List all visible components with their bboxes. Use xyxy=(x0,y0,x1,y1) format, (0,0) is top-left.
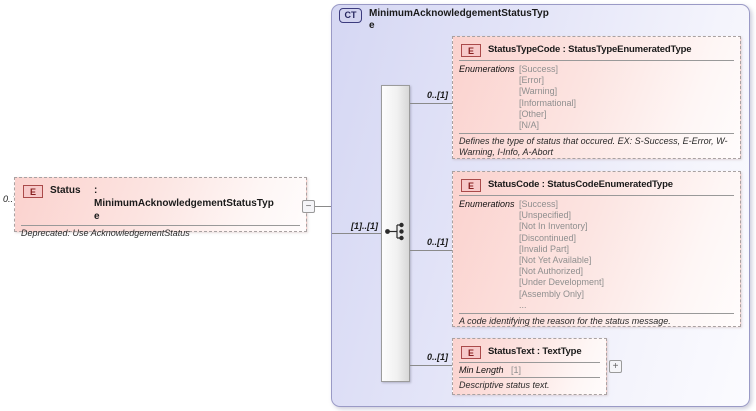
enumeration-values: [Success][Error][Warning][Informational]… xyxy=(519,64,576,131)
element-icon: E xyxy=(461,44,481,57)
enum-value: [Informational] xyxy=(519,97,577,108)
sequence-icon xyxy=(385,222,404,241)
divider xyxy=(459,362,600,363)
element-type: StatusCodeEnumeratedType xyxy=(547,179,673,190)
complex-type-header: CT MinimumAcknowledgementStatusType xyxy=(339,8,551,32)
connector-line xyxy=(332,233,381,234)
connector-line xyxy=(410,103,452,104)
divider xyxy=(459,195,734,196)
divider xyxy=(21,225,300,226)
element-documentation: Descriptive status text. xyxy=(459,380,550,390)
enum-value: [Invalid Part] xyxy=(519,243,570,254)
divider xyxy=(459,133,734,135)
divider xyxy=(459,60,734,61)
element-card-statuscode[interactable]: E StatusCode : StatusCodeEnumeratedType … xyxy=(452,171,741,327)
connector-line xyxy=(410,365,452,366)
connector-line xyxy=(410,250,452,251)
enum-value: [Other] xyxy=(519,108,547,119)
complex-type-title: MinimumAcknowledgementStatusType xyxy=(369,8,549,31)
divider xyxy=(459,313,734,315)
enum-value: [Success] xyxy=(519,199,559,209)
enumerations-label: Enumerations xyxy=(459,199,515,209)
element-icon: E xyxy=(461,179,481,192)
element-type: TextType xyxy=(542,346,582,357)
complex-type-icon: CT xyxy=(339,8,362,23)
type-separator: : xyxy=(534,346,543,357)
element-type: : MinimumAcknowledgementStatusType xyxy=(94,185,274,222)
sequence-cardinality-label: [1]..[1] xyxy=(351,221,378,231)
enum-value: ... xyxy=(519,299,527,310)
enum-value: [Error] xyxy=(519,75,545,86)
enum-value: [Warning] xyxy=(519,86,558,97)
element-documentation: Defines the type of status that occured.… xyxy=(459,136,728,158)
type-separator: : xyxy=(539,179,548,190)
enum-value: [Success] xyxy=(519,64,559,74)
connector-line xyxy=(315,206,332,207)
element-name: Status xyxy=(50,185,81,196)
collapse-toggle[interactable]: − xyxy=(302,200,315,213)
element-documentation: A code identifying the reason for the st… xyxy=(459,316,671,327)
element-icon: E xyxy=(461,346,481,359)
root-cardinality-label: 0..* xyxy=(3,194,17,204)
enum-value: [Discontinued] xyxy=(519,232,577,243)
element-card-status[interactable]: E Status : MinimumAcknowledgementStatusT… xyxy=(14,177,307,238)
element-icon: E xyxy=(23,185,43,198)
enum-value: [N/A] xyxy=(519,120,540,131)
divider xyxy=(459,377,600,378)
child-cardinality-label: 0..[1] xyxy=(426,90,448,100)
enum-value: [Under Development] xyxy=(519,277,605,288)
enum-value: [Assembly Only] xyxy=(519,288,585,299)
element-name: StatusTypeCode xyxy=(488,44,561,55)
expand-toggle[interactable]: + xyxy=(609,360,622,373)
enum-value: [Unspecified] xyxy=(519,210,572,221)
sequence-bar[interactable] xyxy=(381,85,410,382)
element-card-statustext[interactable]: E StatusText : TextType Min Length [1] D… xyxy=(452,338,607,395)
enum-value: [Not Yet Available] xyxy=(519,255,592,266)
element-name: StatusCode xyxy=(488,179,540,190)
enum-value: [Not Authorized] xyxy=(519,266,584,277)
element-type: StatusTypeEnumeratedType xyxy=(568,44,692,55)
enum-value: [Not In Inventory] xyxy=(519,221,588,232)
type-separator: : xyxy=(560,44,569,55)
child-cardinality-label: 0..[1] xyxy=(426,352,448,362)
facet-label: Min Length xyxy=(459,365,504,375)
enumerations-label: Enumerations xyxy=(459,64,515,74)
facet-value: [1] xyxy=(511,365,522,375)
element-card-statustypecode[interactable]: E StatusTypeCode : StatusTypeEnumeratedT… xyxy=(452,36,741,159)
element-annotation: Deprecated: Use AcknowledgementStatus xyxy=(21,228,190,238)
element-name: StatusText xyxy=(488,346,535,357)
enumeration-values: [Success][Unspecified][Not In Inventory]… xyxy=(519,199,604,311)
child-cardinality-label: 0..[1] xyxy=(426,237,448,247)
